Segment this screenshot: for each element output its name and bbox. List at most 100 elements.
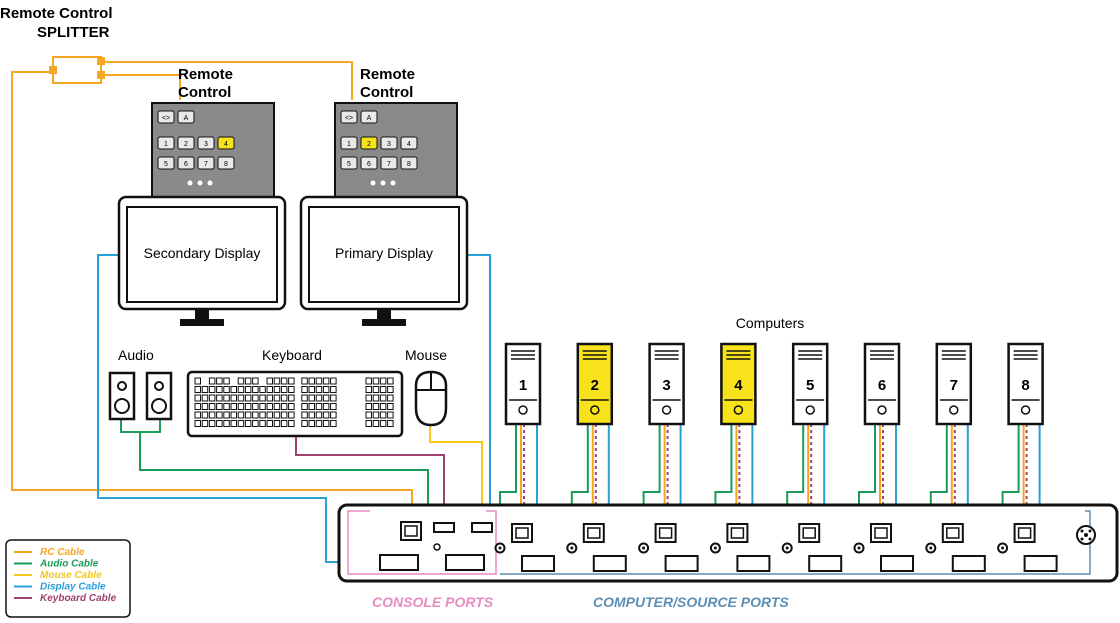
remote2-label-line2: Control: [360, 84, 413, 101]
computer-2-label: 2: [591, 377, 599, 394]
legend-item-label: Mouse Cable: [40, 570, 102, 581]
keyboard: [186, 370, 404, 438]
mouse: [414, 370, 448, 427]
computer-3[interactable]: [648, 342, 685, 426]
remote2-button[interactable]: [400, 156, 418, 170]
source-port-display[interactable]: [521, 555, 555, 572]
primary-display-label: Primary Display: [335, 245, 433, 261]
source-port-display[interactable]: [808, 555, 843, 572]
remote2-button-label: <>: [345, 115, 353, 122]
remote-control-splitter: [49, 56, 105, 84]
remote2-button-label: 3: [387, 141, 391, 148]
source-port-rj45[interactable]: [511, 523, 533, 543]
remote1-dot: [197, 180, 203, 186]
computer-2[interactable]: [576, 342, 614, 426]
computer-3-label: 3: [662, 377, 670, 394]
remote2-button-label: 8: [407, 161, 411, 168]
remote1-dot: [187, 180, 193, 186]
remote1-button[interactable]: [197, 156, 215, 170]
remote2-button-label: 7: [387, 161, 391, 168]
computer-1-label: 1: [519, 377, 527, 394]
source-port-display[interactable]: [1023, 555, 1058, 572]
remote2-dot: [370, 180, 376, 186]
secondary-display-label: Secondary Display: [144, 245, 261, 261]
remote2-button-label: 6: [367, 161, 371, 168]
source-port-rj45[interactable]: [726, 523, 749, 543]
audio-label: Audio: [118, 347, 154, 363]
remote2-button-label: 5: [347, 161, 351, 168]
console-ports-label: CONSOLE PORTS: [372, 594, 494, 610]
source-port-rj45[interactable]: [798, 523, 821, 543]
computer-7[interactable]: [935, 342, 973, 426]
remote1-button[interactable]: [177, 156, 195, 170]
computer-8[interactable]: [1007, 342, 1044, 426]
remote1-button-label: 7: [204, 161, 208, 168]
remote2-button[interactable]: [340, 156, 358, 170]
source-port-display[interactable]: [880, 555, 914, 572]
remote2-button[interactable]: [360, 110, 378, 124]
remote1-button[interactable]: [177, 110, 195, 124]
source-port-display[interactable]: [736, 555, 771, 572]
computer-4-label: 4: [734, 377, 743, 394]
remote1-button-label: 2: [184, 141, 188, 148]
secondary-display: [117, 195, 287, 326]
source-port-display[interactable]: [664, 555, 699, 572]
remote1-button[interactable]: [157, 156, 175, 170]
remote2-button[interactable]: [340, 110, 358, 124]
remote2-button-label: 2: [367, 141, 371, 148]
remote1-button[interactable]: [157, 136, 175, 150]
keyboard-label: Keyboard: [262, 347, 322, 363]
remote1-button-label: 1: [164, 141, 168, 148]
computer-6-label: 6: [878, 377, 886, 394]
remote1-button[interactable]: [177, 136, 195, 150]
source-port-rj45[interactable]: [654, 523, 677, 543]
remote1-button-label: 8: [224, 161, 228, 168]
legend-item-label: Display Cable: [40, 582, 106, 593]
splitter-title-line1: Remote Control: [0, 5, 113, 22]
remote2-button[interactable]: [360, 156, 378, 170]
remote2-button[interactable]: [340, 136, 358, 150]
source-port-rj45[interactable]: [582, 523, 605, 543]
remote2-button[interactable]: [380, 156, 398, 170]
remote1-label-line2: Control: [178, 84, 231, 101]
computer-5[interactable]: [791, 342, 829, 426]
remote2-button[interactable]: [400, 136, 418, 150]
primary-display: [299, 195, 469, 326]
remote2-button-label: 4: [407, 141, 411, 148]
legend-item-label: Keyboard Cable: [40, 593, 117, 604]
remote2-button[interactable]: [360, 136, 378, 150]
source-ports-label: COMPUTER/SOURCE PORTS: [593, 594, 789, 610]
computer-4[interactable]: [720, 342, 757, 426]
remote1-button[interactable]: [197, 136, 215, 150]
remote2-dot: [380, 180, 386, 186]
source-port-rj45[interactable]: [1013, 523, 1036, 543]
remote1-button[interactable]: [217, 136, 235, 150]
splitter-title-line2: SPLITTER: [37, 24, 110, 41]
remote2-button-label: 1: [347, 141, 351, 148]
source-port-display[interactable]: [951, 555, 986, 572]
source-port-rj45[interactable]: [870, 523, 892, 543]
source-port-rj45[interactable]: [941, 523, 964, 543]
remote1-button-label: 3: [204, 141, 208, 148]
rc-cables: [11, 61, 413, 522]
computer-1[interactable]: [504, 342, 542, 426]
legend-item-label: Audio Cable: [39, 559, 99, 570]
remote1-button-label: 5: [164, 161, 168, 168]
remote1-dot: [207, 180, 213, 186]
remote1-label-line1: Remote: [178, 66, 233, 83]
computer-6[interactable]: [863, 342, 901, 426]
remote1-button-label: 6: [184, 161, 188, 168]
computer-7-label: 7: [950, 377, 958, 394]
computer-5-label: 5: [806, 377, 814, 394]
computers-label: Computers: [736, 315, 804, 331]
remote1-button[interactable]: [157, 110, 175, 124]
source-ports: [494, 523, 1058, 572]
keyboard-cable: [295, 437, 445, 530]
remote2-button[interactable]: [380, 136, 398, 150]
source-port-display[interactable]: [592, 555, 627, 572]
remote1-button[interactable]: [217, 156, 235, 170]
